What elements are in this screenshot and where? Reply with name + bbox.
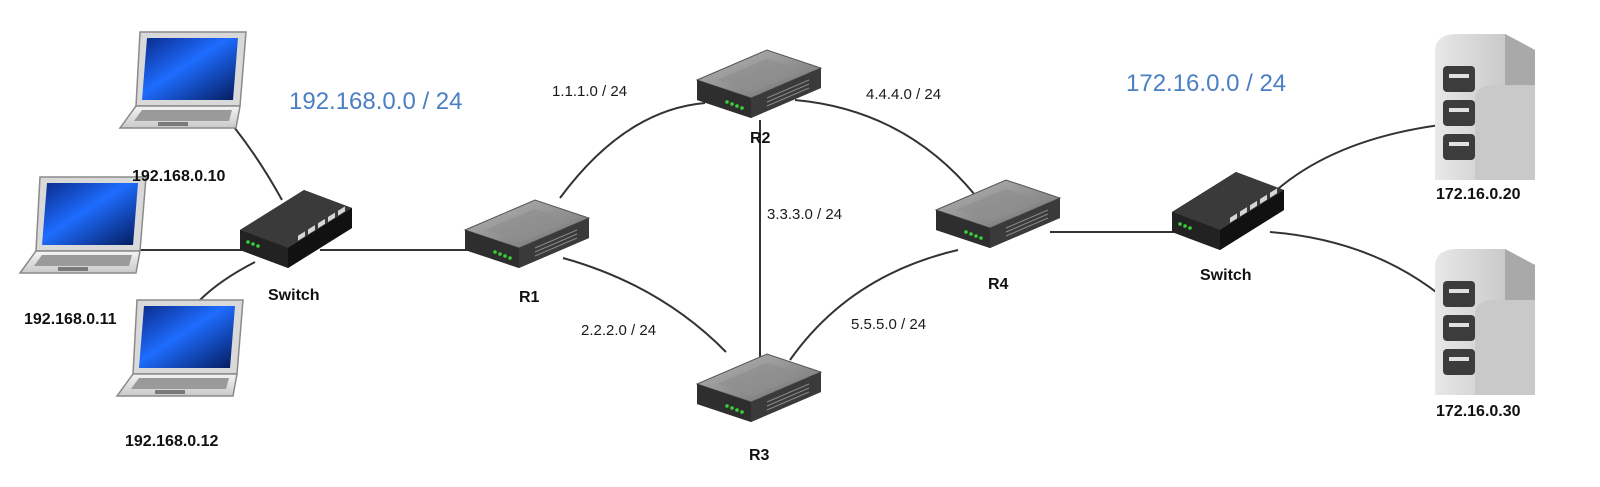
link-label-r1-r2: 1.1.1.0 / 24 (552, 83, 628, 100)
router-label: R4 (988, 276, 1009, 293)
link-switch-server2 (1269, 231, 1441, 296)
laptop-icon[interactable] (19, 176, 147, 274)
network-label-right: 172.16.0.0 / 24 (1126, 70, 1287, 97)
switch-label: Switch (1200, 267, 1252, 284)
link-laptop3-switch (199, 261, 256, 301)
link-r1-r2 (559, 102, 706, 199)
network-label-left: 192.168.0.0 / 24 (289, 88, 463, 115)
router-icon[interactable] (464, 199, 590, 269)
laptop-label: 192.168.0.10 (132, 168, 226, 185)
link-r2-r4 (794, 99, 976, 196)
link-r1-r3 (562, 257, 727, 353)
server-icon[interactable] (1435, 34, 1535, 180)
router-icon[interactable] (696, 49, 822, 119)
router-label: R1 (519, 289, 540, 306)
connections (140, 99, 1441, 361)
router-icon[interactable] (935, 179, 1061, 249)
router-label: R3 (749, 447, 770, 464)
server-icon[interactable] (1435, 249, 1535, 395)
server-label: 172.16.0.20 (1436, 186, 1521, 203)
switch-label: Switch (268, 287, 320, 304)
network-switch-icon[interactable] (240, 190, 352, 268)
laptop-label: 192.168.0.11 (24, 311, 117, 328)
link-r3-r4 (789, 249, 959, 361)
link-label-r3-r4: 5.5.5.0 / 24 (851, 316, 927, 333)
link-switch-server1 (1269, 124, 1441, 197)
server-label: 172.16.0.30 (1436, 403, 1521, 420)
router-icon[interactable] (696, 353, 822, 423)
link-laptop1-switch (233, 126, 283, 201)
laptop-icon[interactable] (116, 299, 244, 397)
router-label: R2 (750, 130, 771, 147)
network-switch-icon[interactable] (1172, 172, 1284, 250)
link-label-r2-r3: 3.3.3.0 / 24 (767, 206, 843, 223)
laptop-label: 192.168.0.12 (125, 433, 219, 450)
link-label-r1-r3: 2.2.2.0 / 24 (581, 322, 657, 339)
link-label-r2-r4: 4.4.4.0 / 24 (866, 86, 942, 103)
laptop-icon[interactable] (119, 31, 247, 129)
